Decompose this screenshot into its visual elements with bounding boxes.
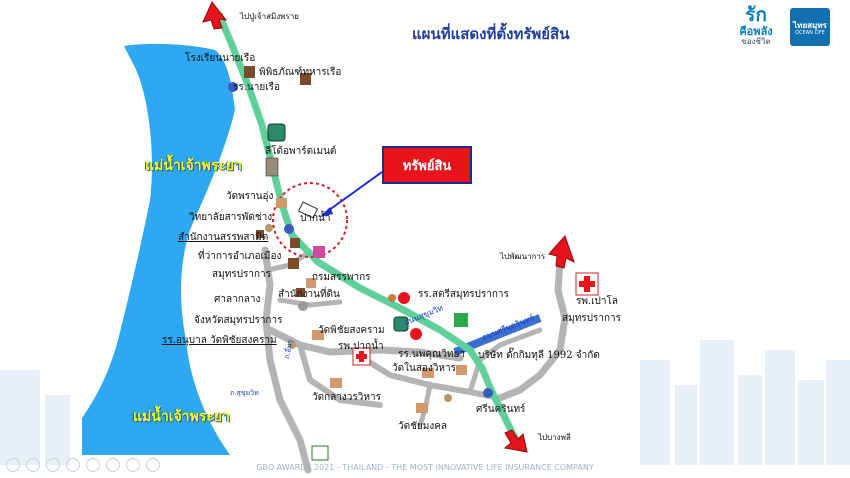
nav-zoom-button[interactable]	[126, 458, 140, 472]
hospital-icon-paolo	[575, 272, 599, 296]
nav-pause-button[interactable]	[66, 458, 80, 472]
building-icon	[300, 73, 311, 85]
place-label: วัดชัยมงคล	[398, 421, 448, 432]
property-callout: ทรัพย์สิน	[382, 146, 472, 184]
place-label: วัดในสองวิหาร	[392, 363, 457, 374]
building-icon	[265, 157, 279, 177]
place-label: สมุทรปราการ	[562, 313, 622, 324]
property-circle	[272, 182, 348, 258]
place-label: ศรีนครินทร์	[476, 404, 526, 415]
place-label: ลีโด้อพาร์ตเมนต์	[265, 146, 337, 157]
hospital-icon-paknam	[352, 347, 371, 366]
place-label: รร.สตรีสมุทรปราการ	[418, 289, 509, 300]
slogan-line2: คือพลัง	[739, 24, 773, 38]
place-label: โรงเรียนนายเรือ	[185, 53, 256, 64]
building-icon	[306, 278, 316, 288]
building-icon	[244, 66, 255, 78]
place-label: วัดกลางวรวิหาร	[312, 392, 381, 403]
place-label: รร.อนุบาล วัดพิชัยสงคราม	[162, 335, 277, 346]
footer-award-text: GBO AWARDS 2021 - THAILAND - THE MOST IN…	[256, 463, 594, 472]
direction-arrows	[202, 1, 575, 453]
navy-icon	[228, 82, 238, 92]
tree-icon	[288, 341, 296, 349]
place-label: รพ.ปากน้ำ	[338, 341, 384, 352]
tree-icon	[388, 294, 396, 302]
place-label: รร.นพคุณวิทยา	[398, 349, 465, 360]
building-icon	[416, 403, 428, 413]
place-label: บริษัท ดั๊กกิมทุลี 1992 จำกัด	[478, 350, 600, 361]
building-icon	[312, 330, 324, 340]
property-pointer	[320, 171, 383, 217]
seven-eleven-icon	[313, 246, 325, 258]
place-label: กรมสรรพากร	[312, 272, 371, 283]
building-icon	[456, 365, 467, 375]
map-title: แผนที่แสดงที่ตั้งทรัพย์สิน	[412, 25, 570, 43]
nav-first-button[interactable]	[6, 458, 20, 472]
slogan-line1: รัก	[745, 4, 767, 26]
place-label: พิพิธภัณฑ์ทหารเรือ	[259, 67, 342, 78]
seven-eleven-icon	[454, 313, 468, 327]
building-icon	[276, 198, 287, 208]
place-label: ปากน้ำ	[300, 213, 331, 224]
nav-next-button[interactable]	[86, 458, 100, 472]
arrow-north	[202, 1, 228, 30]
building-icon	[290, 238, 300, 248]
building-icon	[288, 258, 299, 269]
fuel-icon	[398, 292, 410, 304]
nav-last-button[interactable]	[106, 458, 120, 472]
place-label: สำนักงานที่ดิน	[278, 289, 340, 300]
direction-south: ไปบางพลี	[538, 433, 571, 442]
navy-icon	[284, 224, 294, 234]
property-marker	[297, 201, 319, 219]
road-label-small-a: ถ.สุขุมวิท	[230, 389, 259, 397]
place-label: วิทยาลัยสารพัดช่าง	[189, 212, 273, 223]
slogan-line3: ของชีวิต	[741, 37, 771, 47]
place-label: รพ.เปาโล	[576, 296, 619, 307]
main-road-sukhumvit	[215, 12, 520, 442]
place-label: วัดพิชัยสงคราม	[318, 325, 385, 336]
place-label: รร.นายเรือ	[233, 82, 281, 93]
nav-prev-button[interactable]	[26, 458, 40, 472]
chao-phraya-river	[82, 43, 235, 455]
place-label: ศาลากลาง	[214, 294, 261, 305]
brand-name: ไทยสมุทร	[793, 21, 827, 30]
skyline-background	[0, 340, 850, 465]
place-label: สำนักงานสรรพสามิต	[178, 232, 269, 243]
lotus-icon	[267, 123, 286, 142]
building-icon	[330, 378, 342, 388]
slogan-logo: รัก คือพลัง ของชีวิต	[731, 4, 781, 47]
place-label: วัดพรานอุ่ง	[226, 191, 274, 202]
river-label-bottom: แม่น้ำเจ้าพระยา	[133, 409, 230, 425]
hospital-icons	[352, 272, 599, 366]
direction-east: ไปพัฒนาการ	[500, 252, 546, 261]
brand-name-en: OCEAN LIFE	[795, 30, 825, 36]
bank-icon	[311, 445, 329, 461]
ocean-life-logo: ไทยสมุทร OCEAN LIFE	[790, 8, 830, 46]
tree-icon	[298, 301, 308, 311]
building-icon	[422, 368, 434, 378]
misc-icons	[228, 82, 493, 461]
building-icon	[296, 288, 305, 297]
direction-north: ไปปู่เจ้าสมิงพราย	[240, 12, 299, 21]
nav-fullscreen-button[interactable]	[146, 458, 160, 472]
arrow-east	[548, 235, 575, 269]
fuel-icon	[410, 328, 422, 340]
navy-icon	[483, 388, 493, 398]
place-label: ที่ว่าการอำเภอเมือง	[198, 251, 282, 262]
tree-icon	[265, 224, 273, 232]
river-label-top: แม่น้ำเจ้าพระยา	[145, 158, 242, 174]
place-label: สมุทรปราการ	[212, 269, 272, 280]
arrow-south	[503, 429, 528, 453]
tree-icon	[444, 394, 452, 402]
place-label: จังหวัดสมุทรปราการ	[194, 315, 283, 326]
nav-play-button[interactable]	[46, 458, 60, 472]
building-icons	[244, 66, 467, 413]
building-icon	[256, 230, 264, 238]
lotus-icon	[393, 316, 409, 332]
